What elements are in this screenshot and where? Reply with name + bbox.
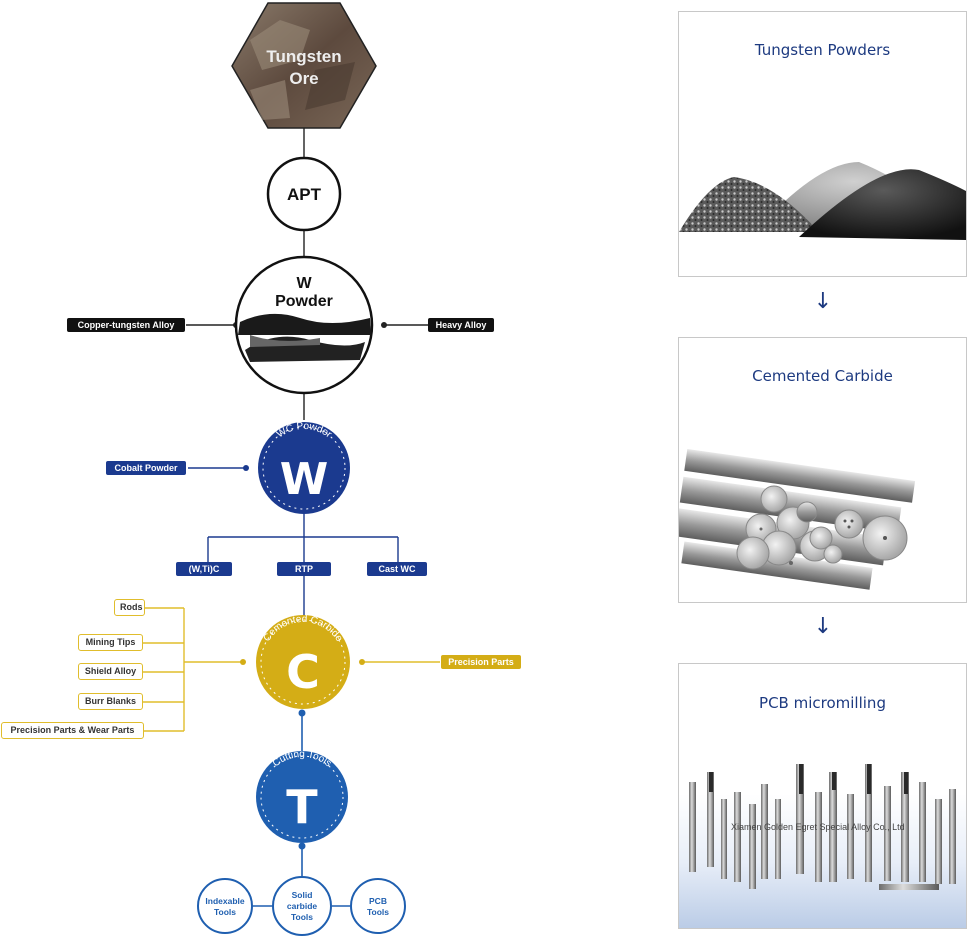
pcb-micromilling-image [679,764,966,928]
carbide-glyph: C [286,645,320,699]
connector-dot [243,465,249,471]
card-title: Tungsten Powders [754,41,891,59]
mining-tips-tag: Mining Tips [78,634,143,651]
connector-dot [298,842,306,850]
connector-dot [298,709,306,717]
w-powder-node: W Powder [234,255,374,395]
burr-blanks-tag: Burr Blanks [78,693,143,710]
tool-label: Solid [292,890,313,900]
tool-node-pcb: PCB Tools [350,878,406,934]
cutting-glyph: T [286,780,318,834]
w-powder-label-line1: W [296,275,312,292]
cutting-tools-node: Cutting Tools T [256,749,348,843]
rtp-tag: RTP [277,562,331,576]
ore-label-line1: Tungsten [266,47,341,66]
gold-connectors [142,607,440,732]
product-card-cemented-carbide[interactable]: Cemented Carbide [678,337,967,603]
tool-label: PCB [369,896,387,906]
apt-label: APT [287,185,322,204]
connector-dot [240,659,246,665]
cobalt-powder-tag: Cobalt Powder [106,461,186,475]
watermark: Xiamen Golden Egret Special Alloy Co., L… [731,822,905,832]
tool-node-indexable: Indexable Tools [197,878,253,934]
arrow-down-icon: ↓ [813,289,833,314]
precision-parts-tag: Precision Parts [441,655,521,669]
card-title: PCB micromilling [759,694,886,712]
flow-diagram: Tungsten Ore APT W Powder WC Powder W Ce… [142,2,440,936]
cemented-carbide-node: Cemented Carbide C [256,614,350,709]
product-card-tungsten-powders[interactable]: Tungsten Powders [678,11,967,277]
tool-label: Tools [367,907,389,917]
copper-tungsten-alloy-tag: Copper-tungsten Alloy [67,318,185,332]
blue-connectors [188,467,399,618]
cast-wc-tag: Cast WC [367,562,427,576]
tool-connectors [252,713,350,907]
tool-label: Tools [291,912,313,922]
cemented-carbide-image [679,449,916,590]
tungsten-ore-node: Tungsten Ore [231,2,377,129]
tool-label: carbide [287,901,318,911]
connector-dot [381,322,387,328]
w-powder-label-line2: Powder [275,293,333,310]
tungsten-powders-image [679,162,966,240]
arrow-down-icon: ↓ [813,614,833,639]
tool-node-solid-carbide: Solid carbide Tools [272,876,332,936]
black-connectors [186,128,428,420]
wc-powder-node: WC Powder W [258,421,350,514]
ore-label-line2: Ore [289,69,318,88]
wtic-tag: (W,Ti)C [176,562,232,576]
connector-dot [359,659,365,665]
apt-node: APT [266,156,342,232]
shield-alloy-tag: Shield Alloy [78,663,143,680]
wc-glyph: W [280,454,329,505]
rods-tag: Rods [114,599,145,616]
card-title: Cemented Carbide [752,367,893,385]
precision-wear-parts-tag: Precision Parts & Wear Parts [1,722,144,739]
tool-label: Indexable [205,896,244,906]
heavy-alloy-tag: Heavy Alloy [428,318,494,332]
product-card-pcb-micromilling[interactable]: PCB micromilling [678,663,967,929]
tool-label: Tools [214,907,236,917]
